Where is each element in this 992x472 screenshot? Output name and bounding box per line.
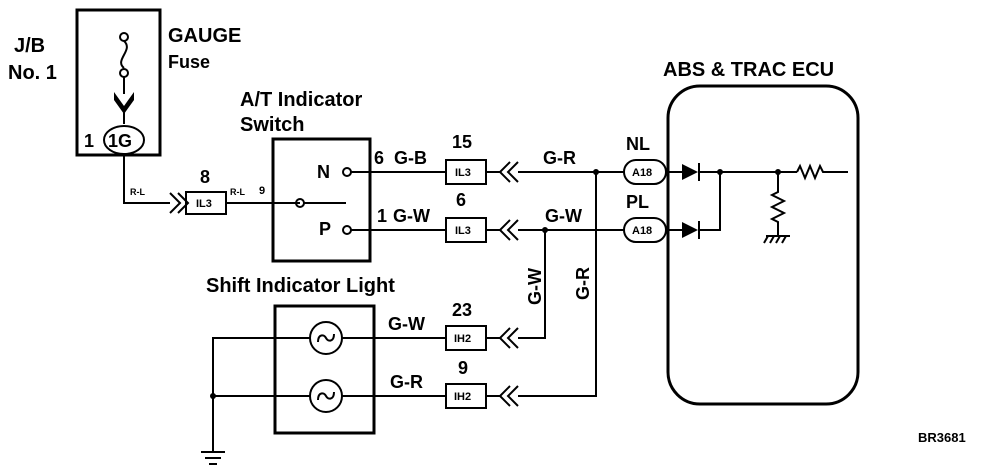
- shift-light-box: [273, 304, 376, 435]
- ground-junction-dot: [210, 393, 216, 399]
- conn-il3-bottom-chevron-icon: [498, 219, 519, 241]
- resistor-series-icon: [796, 163, 848, 181]
- wire-rl-left-label: R-L: [130, 187, 145, 197]
- conn-il3-top-chevron-icon: [498, 161, 519, 183]
- bulb-top-icon: [309, 321, 343, 355]
- fuse-connector-oval: [103, 125, 145, 155]
- conn-ih2-bottom-pin: 9: [458, 358, 468, 378]
- contact-p: [342, 225, 352, 235]
- fuse-terminal-chevron-icon: [114, 92, 134, 124]
- wire-bulb-ground-bus: [212, 337, 310, 452]
- vert-gw-label: G-W: [525, 268, 545, 305]
- diode-nl-icon: [682, 163, 700, 181]
- jb-label-line2: No. 1: [8, 62, 57, 84]
- wire-p-pin: 1: [377, 206, 387, 226]
- fuse-name: GAUGE: [168, 25, 241, 47]
- ground-light-icon: [201, 451, 225, 465]
- wire-rl-pin: 9: [259, 185, 265, 197]
- wire-gr-top-label: G-R: [543, 148, 576, 168]
- wire-p-color: G-W: [393, 206, 430, 226]
- wire-gw-vertical: [518, 230, 546, 339]
- conn-il3-bottom-pin: 6: [456, 190, 466, 210]
- fuse-connector-label: 1G: [108, 131, 132, 151]
- wire-gr-vertical: [518, 172, 597, 397]
- at-switch-pos-n: N: [317, 162, 330, 182]
- conn-ih2-bottom-chevron-icon: [498, 385, 519, 407]
- ecu-pin-pl: PL: [626, 192, 649, 212]
- at-switch-box: [271, 137, 372, 263]
- junction-il3-label: IL3: [196, 198, 212, 210]
- at-switch-pos-p: P: [319, 219, 331, 239]
- ref-code: BR3681: [918, 430, 966, 445]
- resistor-shunt-icon: [769, 172, 787, 236]
- wire-n-pin: 6: [374, 148, 384, 168]
- ecu-node-left: [717, 169, 723, 175]
- wire-rl-right-label: R-L: [230, 187, 245, 197]
- jb-box: [75, 8, 162, 157]
- ecu-pl-bus: [699, 172, 721, 231]
- vert-gr-label: G-R: [573, 267, 593, 300]
- junction-il3-pin: 8: [200, 167, 210, 187]
- jb-label-line1: J/B: [14, 35, 45, 57]
- bulb-bottom-icon: [309, 379, 343, 413]
- conn-ih2-top-label: IH2: [454, 333, 471, 345]
- wire-gw-top-label: G-W: [545, 206, 582, 226]
- wire-fuse-out: [123, 155, 170, 204]
- ecu-box: [666, 84, 860, 406]
- fuse-symbol: [119, 32, 129, 94]
- at-switch-title-line1: A/T Indicator: [240, 89, 362, 111]
- fuse-label: Fuse: [168, 52, 210, 72]
- connector-chevron-icon: [169, 192, 190, 214]
- shift-light-title: Shift Indicator Light: [206, 275, 395, 297]
- ecu-conn-nl-label: A18: [632, 167, 652, 179]
- ecu-pin-nl: NL: [626, 134, 650, 154]
- conn-il3-top-pin: 15: [452, 132, 472, 152]
- conn-ih2-bottom-label: IH2: [454, 391, 471, 403]
- conn-ih2-top-pin: 23: [452, 300, 472, 320]
- conn-ih2-top-chevron-icon: [498, 327, 519, 349]
- conn-il3-top-label: IL3: [455, 167, 471, 179]
- fuse-pin-number: 1: [84, 131, 94, 151]
- ecu-title: ABS & TRAC ECU: [663, 59, 834, 81]
- conn-il3-bottom-label: IL3: [455, 225, 471, 237]
- wire-light-gr-label: G-R: [390, 372, 423, 392]
- at-switch-title-line2: Switch: [240, 114, 304, 136]
- ecu-conn-pl-label: A18: [632, 225, 652, 237]
- wire-n-color: G-B: [394, 148, 427, 168]
- diode-pl-icon: [682, 221, 700, 239]
- ground-ecu-icon: [763, 235, 790, 244]
- contact-n: [342, 167, 352, 177]
- wire-light-gw-label: G-W: [388, 314, 425, 334]
